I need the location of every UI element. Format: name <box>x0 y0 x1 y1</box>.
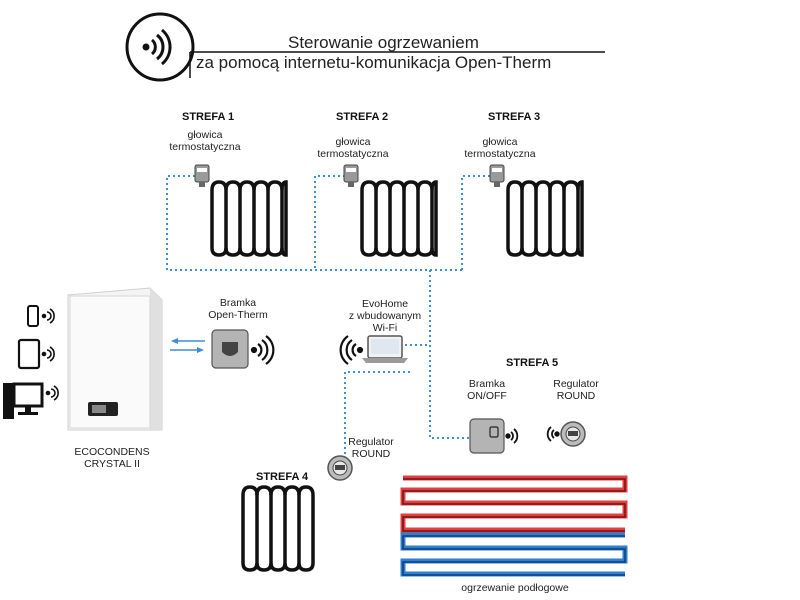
thermostatic-head-label-2: głowica termostatyczna <box>308 136 398 160</box>
laptop-icon <box>362 335 408 363</box>
regulator-round-zone4-label: Regulator ROUND <box>336 436 406 460</box>
wifi-icon <box>125 12 195 82</box>
thermostatic-head-label-1: głowica termostatyczna <box>160 129 250 153</box>
radiator-icon <box>210 180 288 257</box>
wifi-icon <box>41 346 55 362</box>
boiler-line2: CRYSTAL II <box>84 458 140 470</box>
wifi-icon <box>505 428 519 444</box>
regulator-round-line1: Regulator <box>348 436 394 448</box>
gateway-opentherm-line2: Open-Therm <box>208 309 268 321</box>
wifi-icon <box>339 335 364 365</box>
thermostatic-head-line1: głowica <box>482 136 518 148</box>
evohome-line2: z wbudowanym <box>348 310 422 322</box>
radiator-icon <box>506 180 584 257</box>
network-lines <box>166 175 495 455</box>
gateway-icon <box>211 329 249 369</box>
title-line-2: za pomocą internetu-komunikacja Open-The… <box>196 53 552 72</box>
boiler-link-arrows <box>170 338 205 353</box>
regulator-round-line2: ROUND <box>351 448 391 460</box>
desktop-icon <box>3 382 44 419</box>
title-line-1: Sterowanie ogrzewaniem <box>288 33 479 52</box>
zone-4-label: STREFA 4 <box>256 471 309 483</box>
thermostatic-head-icon <box>194 164 210 187</box>
regulator-icon <box>560 421 586 447</box>
evohome-line1: EvoHome <box>361 298 409 310</box>
gateway-icon <box>469 418 505 454</box>
gateway-opentherm-line1: Bramka <box>219 297 257 309</box>
thermostatic-head-line1: głowica <box>187 129 223 141</box>
boiler-illustration <box>67 287 163 431</box>
evohome-line3: Wi-Fi <box>372 322 398 334</box>
regulator-round-line2: ROUND <box>556 390 596 402</box>
tablet-icon <box>17 338 41 370</box>
wifi-icon <box>45 385 59 401</box>
wifi-icon <box>546 426 560 442</box>
thermostatic-head-line2: termostatyczna <box>464 148 536 160</box>
gateway-onoff-line2: ON/OFF <box>467 390 507 402</box>
wifi-icon <box>41 308 55 324</box>
regulator-icon <box>327 455 353 481</box>
gateway-opentherm-label: Bramka Open-Therm <box>198 297 278 321</box>
gateway-onoff-label: Bramka ON/OFF <box>452 378 522 402</box>
evohome-label: EvoHome z wbudowanym Wi-Fi <box>340 298 430 334</box>
wifi-icon <box>250 335 275 365</box>
gateway-onoff-line1: Bramka <box>468 378 506 390</box>
thermostatic-head-line2: termostatyczna <box>317 148 389 160</box>
boiler-label: ECOCONDENS CRYSTAL II <box>62 446 162 470</box>
radiator-icon <box>241 485 315 572</box>
zone-2-label: STREFA 2 <box>336 111 389 123</box>
regulator-round-zone5-label: Regulator ROUND <box>541 378 611 402</box>
thermostatic-head-icon <box>343 164 359 187</box>
floor-heating-label: ogrzewanie podłogowe <box>461 582 569 594</box>
thermostatic-head-line1: głowica <box>335 136 371 148</box>
phone-icon <box>27 305 39 327</box>
boiler-line1: ECOCONDENS <box>74 446 150 458</box>
regulator-round-line1: Regulator <box>553 378 599 390</box>
zone-1-label: STREFA 1 <box>182 111 235 123</box>
zone-3-label: STREFA 3 <box>488 111 541 123</box>
floor-heating-pipes <box>400 475 628 577</box>
zone-5-label: STREFA 5 <box>506 357 559 369</box>
radiator-icon <box>360 180 438 257</box>
thermostatic-head-line2: termostatyczna <box>169 141 241 153</box>
thermostatic-head-icon <box>489 164 505 187</box>
thermostatic-head-label-3: głowica termostatyczna <box>455 136 545 160</box>
